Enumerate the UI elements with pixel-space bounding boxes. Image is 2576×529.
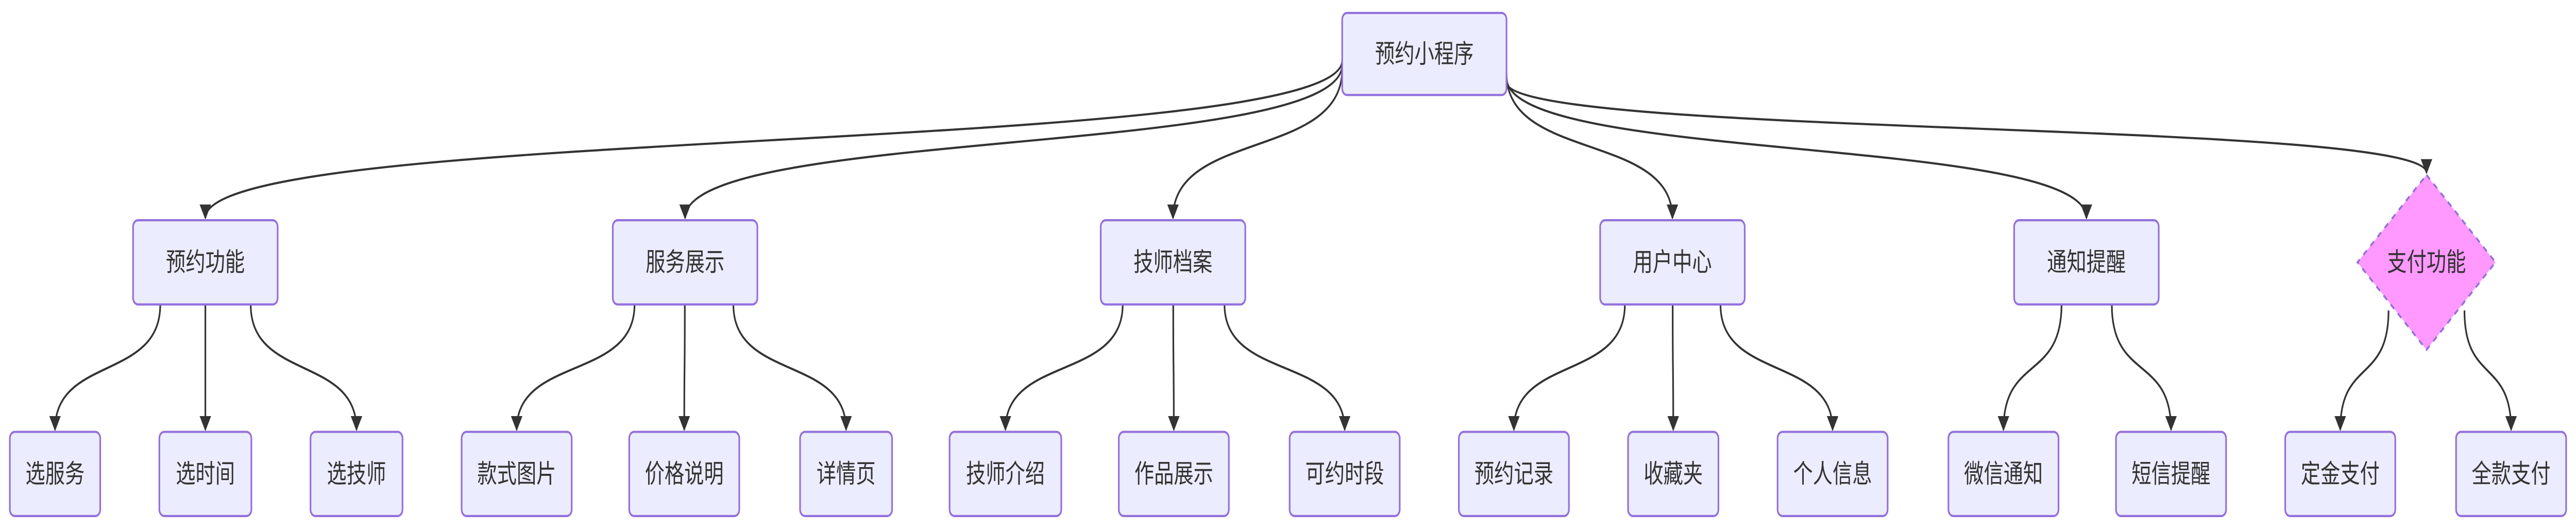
- edge-branch-2-to-leaf-2: [678, 304, 690, 432]
- leaf-node-2-1: 款式图片: [461, 431, 573, 517]
- leaf-node-3-3: 可约时段: [1289, 431, 1401, 517]
- leaf-node-2-3: 详情页: [799, 431, 893, 517]
- branch-node-5-box: [2013, 219, 2160, 306]
- leaf-node-6-2-label: 全款支付: [2472, 459, 2551, 489]
- branch-node-5: 通知提醒: [2013, 219, 2160, 306]
- leaf-node-4-2: 收藏夹: [1627, 431, 1720, 517]
- edge-branch-1-to-leaf-1: [49, 304, 161, 432]
- leaf-node-2-3-box: [799, 431, 893, 517]
- leaf-node-4-2-label: 收藏夹: [1643, 459, 1703, 489]
- branch-node-3: 技师档案: [1099, 219, 1246, 306]
- leaf-node-1-1-label: 选服务: [25, 459, 84, 489]
- edge-root-to-branch-5: [1505, 77, 2092, 220]
- branch-node-1-label: 预约功能: [166, 247, 245, 278]
- leaf-node-4-3-label: 个人信息: [1793, 459, 1872, 489]
- leaf-node-3-1: 技师介绍: [948, 431, 1062, 517]
- leaf-node-2-1-label: 款式图片: [477, 459, 556, 489]
- leaf-node-2-2: 价格说明: [628, 431, 740, 517]
- root-node-label: 预约小程序: [1375, 39, 1473, 69]
- leaf-node-5-1-label: 微信通知: [1964, 459, 2043, 489]
- root-node: 预约小程序: [1341, 12, 1507, 96]
- leaf-node-6-2: 全款支付: [2455, 431, 2567, 517]
- leaf-node-2-1-box: [461, 431, 573, 517]
- decision-diamond: [2356, 173, 2497, 352]
- leaf-node-3-2-label: 作品展示: [1134, 459, 1213, 489]
- edge-root-to-branch-4: [1505, 73, 1679, 220]
- leaf-node-4-1-box: [1458, 431, 1570, 517]
- leaf-node-5-2-box: [2115, 431, 2227, 517]
- leaf-node-2-2-box: [628, 431, 740, 517]
- branch-node-4-label: 用户中心: [1633, 247, 1712, 278]
- branch-node-4-box: [1599, 219, 1746, 306]
- leaf-node-1-3-label: 选技师: [327, 459, 386, 489]
- edge-branch-3-to-leaf-2: [1168, 304, 1180, 432]
- leaf-node-5-1-box: [1947, 431, 2060, 517]
- edge-root-to-branch-2: [679, 64, 1343, 220]
- leaf-node-5-1: 微信通知: [1947, 431, 2060, 517]
- leaf-node-5-2: 短信提醒: [2115, 431, 2227, 517]
- leaf-node-1-2-box: [158, 431, 252, 517]
- branch-label: 支付功能: [2387, 247, 2466, 278]
- leaf-node-4-3: 个人信息: [1776, 431, 1889, 517]
- branch-node-4: 用户中心: [1599, 219, 1746, 306]
- edge-branch-3-to-leaf-1: [999, 304, 1124, 432]
- root-node-box: [1341, 12, 1507, 96]
- branch-node-5-label: 通知提醒: [2047, 247, 2126, 278]
- edge-branch-3-to-leaf-3: [1224, 304, 1351, 432]
- leaf-node-5-2-label: 短信提醒: [2131, 459, 2210, 489]
- edge-branch-5-to-leaf-1: [1997, 304, 2063, 432]
- edge-branch-4-to-leaf-3: [1719, 304, 1839, 432]
- leaf-node-4-2-box: [1627, 431, 1720, 517]
- leaf-node-1-1-box: [9, 431, 101, 517]
- leaf-node-2-3-label: 详情页: [817, 459, 876, 489]
- leaf-node-6-1-label: 定金支付: [2301, 459, 2380, 489]
- leaf-node-1-2-label: 选时间: [176, 459, 235, 489]
- edge-root-to-branch-3: [1167, 69, 1343, 220]
- branch-node-2: 服务展示: [612, 219, 758, 306]
- edge-branch-6-to-leaf-2: [2463, 310, 2517, 432]
- leaf-node-1-3: 选技师: [310, 431, 403, 517]
- leaf-node-3-2: 作品展示: [1117, 431, 1230, 517]
- leaf-node-3-1-label: 技师介绍: [966, 459, 1045, 489]
- leaf-node-6-1-box: [2284, 431, 2396, 517]
- leaf-node-1-3-box: [310, 431, 403, 517]
- edge-branch-5-to-leaf-2: [2111, 304, 2177, 432]
- edge-branch-6-to-leaf-1: [2334, 310, 2389, 432]
- leaf-node-1-1: 选服务: [9, 431, 101, 517]
- branch-node-3-box: [1099, 219, 1246, 306]
- branch-node-1-box: [132, 219, 279, 306]
- leaf-node-3-3-box: [1289, 431, 1401, 517]
- leaf-node-2-2-label: 价格说明: [645, 459, 724, 489]
- branch-node-3-label: 技师档案: [1133, 247, 1212, 278]
- edge-branch-2-to-leaf-3: [732, 304, 852, 432]
- leaf-node-3-2-box: [1117, 431, 1230, 517]
- leaf-node-6-2-box: [2455, 431, 2567, 517]
- branch-node-6-decision: 支付功能: [2356, 173, 2497, 352]
- leaf-node-1-2: 选时间: [158, 431, 252, 517]
- leaf-node-4-1-label: 预约记录: [1475, 459, 1553, 489]
- leaf-node-4-3-box: [1776, 431, 1889, 517]
- edge-branch-4-to-leaf-1: [1508, 304, 1626, 432]
- edge-branch-2-to-leaf-1: [511, 304, 636, 432]
- branch-node-2-box: [612, 219, 758, 306]
- leaf-node-4-1: 预约记录: [1458, 431, 1570, 517]
- leaf-node-6-1: 定金支付: [2284, 431, 2396, 517]
- branch-node-1: 预约功能: [132, 219, 279, 306]
- leaf-node-3-1-box: [948, 431, 1062, 517]
- edge-root-to-branch-6: [1505, 81, 2432, 174]
- edge-root-to-branch-1: [199, 60, 1343, 220]
- edges: [49, 60, 2517, 432]
- leaf-node-3-3-label: 可约时段: [1305, 459, 1384, 489]
- branch-node-2-label: 服务展示: [646, 247, 724, 278]
- edge-branch-1-to-leaf-3: [250, 304, 363, 432]
